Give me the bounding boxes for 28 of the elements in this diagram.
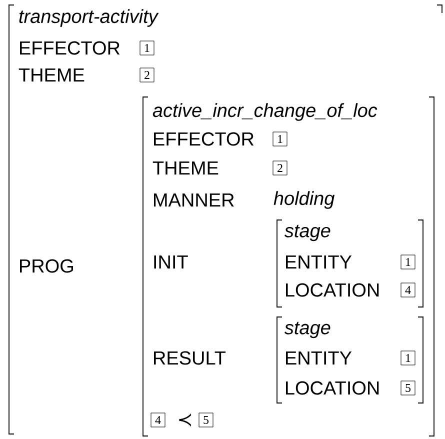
- tag-box: 2: [140, 68, 154, 82]
- feature-label: PROG: [20, 259, 73, 273]
- tag-box: 4: [150, 412, 166, 428]
- tag-box: 1: [140, 40, 154, 56]
- tag-box: 2: [272, 160, 288, 176]
- tag-box: 1: [272, 132, 288, 146]
- feature-label: EFFECTOR: [20, 41, 120, 55]
- tag-box: 4: [400, 282, 416, 298]
- precedence-symbol: ≺: [179, 413, 191, 427]
- type-label: transport-activity: [19, 9, 159, 27]
- feature-label: THEME: [18, 68, 84, 82]
- feature-label: ENTITY: [286, 255, 352, 269]
- type-label: stage: [284, 322, 330, 338]
- feature-label: MANNER: [154, 193, 234, 207]
- tag-box: 5: [400, 380, 416, 396]
- feature-label: LOCATION: [286, 283, 379, 297]
- type-label: stage: [284, 224, 330, 242]
- feature-label: RESULT: [154, 351, 226, 365]
- tag-box: 1: [400, 254, 416, 270]
- tag-box: 1: [400, 350, 416, 366]
- feature-label: ENTITY: [286, 351, 352, 365]
- feature-label: holding: [274, 191, 335, 209]
- feature-label: EFFECTOR: [154, 132, 254, 146]
- feature-label: INIT: [154, 255, 188, 269]
- feature-label: LOCATION: [286, 381, 379, 395]
- feature-label: THEME: [152, 161, 218, 175]
- tag-box: 5: [198, 412, 214, 428]
- type-label: active_incr_change_of_loc: [152, 103, 378, 121]
